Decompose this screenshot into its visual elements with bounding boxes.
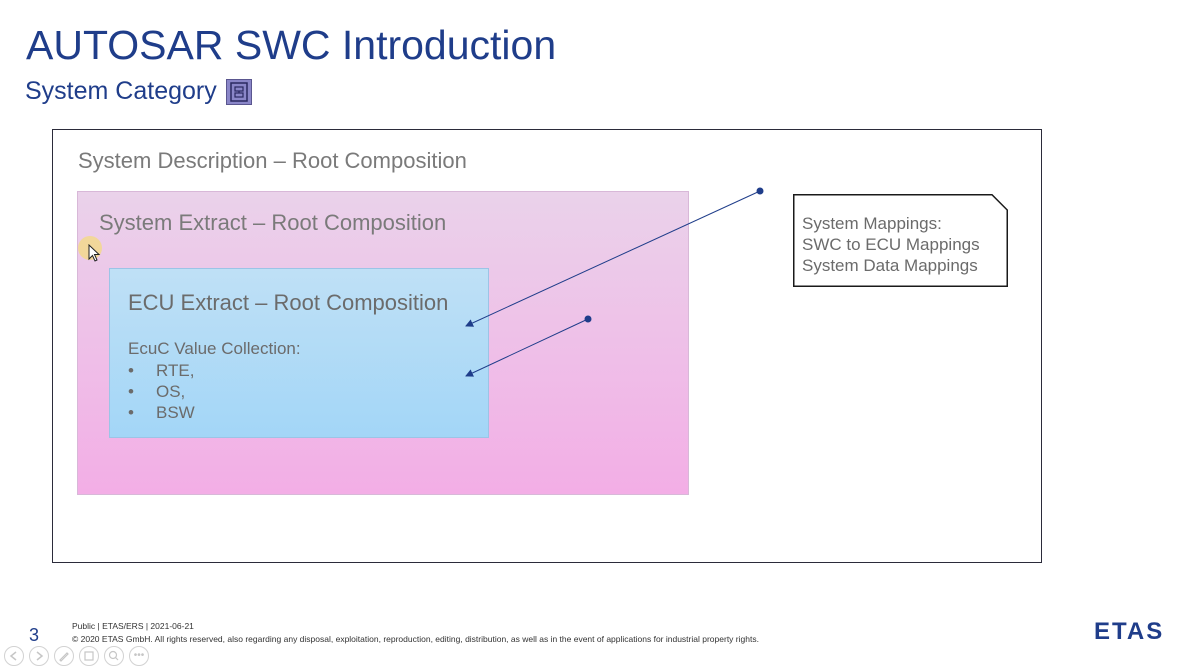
system-extract-label: System Extract – Root Composition: [99, 210, 447, 235]
list-item: • RTE,: [128, 360, 195, 381]
subtitle-text: System Category: [25, 77, 217, 105]
ecuc-item: OS,: [156, 382, 186, 401]
presentation-controls: •••: [4, 646, 149, 666]
slides-icon[interactable]: [79, 646, 99, 666]
slide-subtitle: System Category: [25, 77, 252, 106]
mappings-line: System Mappings:: [802, 214, 942, 233]
mouse-pointer-icon: [88, 244, 101, 262]
ecu-extract-label: ECU Extract – Root Composition: [128, 290, 449, 315]
bullet: •: [128, 403, 134, 422]
list-item: • BSW: [128, 402, 195, 423]
page-number: 3: [29, 625, 40, 645]
etas-logo: ETAS: [1094, 618, 1165, 645]
footer-classification: Public | ETAS/ERS | 2021-06-21: [72, 621, 194, 631]
mappings-line: System Data Mappings: [802, 256, 978, 275]
ecuc-item: RTE,: [156, 361, 195, 380]
note-shape: [793, 194, 1008, 287]
ecuc-list: • RTE, • OS, • BSW: [128, 360, 195, 423]
next-icon[interactable]: [29, 646, 49, 666]
ecuc-item: BSW: [156, 403, 195, 422]
previous-icon[interactable]: [4, 646, 24, 666]
system-mappings-note: System Mappings: SWC to ECU Mappings Sys…: [793, 194, 1008, 287]
zoom-icon[interactable]: [104, 646, 124, 666]
bullet: •: [128, 382, 134, 401]
system-description-label: System Description – Root Composition: [78, 148, 467, 173]
ecuc-heading: EcuC Value Collection:: [128, 339, 301, 358]
bullet: •: [128, 361, 134, 380]
slide-title: AUTOSAR SWC Introduction: [26, 22, 557, 68]
more-icon[interactable]: •••: [129, 646, 149, 666]
pen-icon[interactable]: [54, 646, 74, 666]
ecu-extract-box: [109, 268, 489, 438]
system-category-icon: [225, 78, 252, 105]
footer-copyright: © 2020 ETAS GmbH. All rights reserved, a…: [72, 634, 759, 644]
list-item: • OS,: [128, 381, 195, 402]
mappings-line: SWC to ECU Mappings: [802, 235, 980, 254]
system-description-box: [52, 129, 1042, 563]
